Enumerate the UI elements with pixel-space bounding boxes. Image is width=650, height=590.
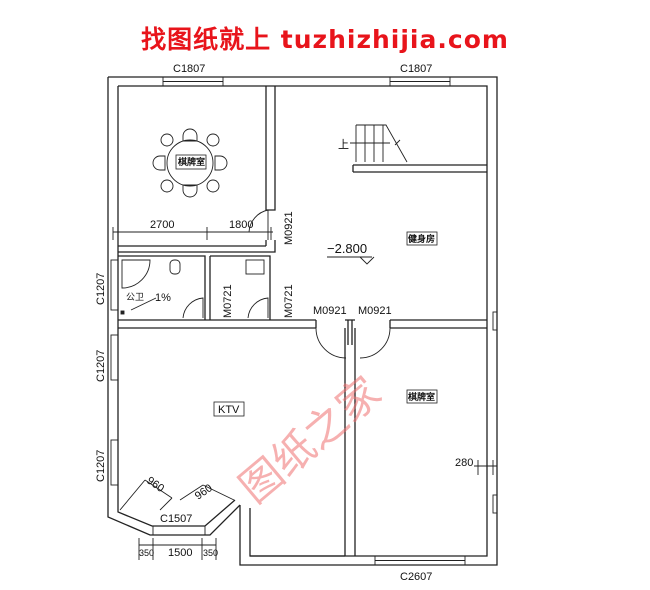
dim-2700: 2700 bbox=[150, 219, 174, 231]
label-c2607: C2607 bbox=[400, 571, 432, 583]
label-door-4: M0921 bbox=[313, 305, 347, 317]
label-door-3: M0721 bbox=[283, 284, 295, 318]
watermark: 图纸之家 bbox=[230, 367, 390, 513]
room-label-ktv: KTV bbox=[218, 404, 240, 416]
elevation-symbol bbox=[327, 256, 375, 265]
label-door-2: M0721 bbox=[222, 284, 234, 318]
stair-up-label: 上 bbox=[338, 138, 349, 151]
walls bbox=[107, 76, 498, 566]
room-label-bath: 公卫 bbox=[126, 292, 144, 303]
label-c1807-2: C1807 bbox=[400, 63, 432, 75]
room-label-middle: 健身房 bbox=[408, 233, 435, 245]
label-c1507: C1507 bbox=[160, 513, 192, 525]
room-label-top-left: 棋牌室 bbox=[177, 156, 205, 168]
dim-960-right: 960 bbox=[193, 482, 215, 502]
slope-label: 1% bbox=[155, 292, 171, 304]
fixtures bbox=[120, 259, 265, 315]
elevation-mark: −2.800 bbox=[327, 241, 367, 256]
label-c1207-1: C1207 bbox=[95, 273, 107, 305]
window-c1207-3 bbox=[110, 439, 119, 486]
doors bbox=[182, 209, 391, 359]
room-label-right: 棋牌室 bbox=[407, 391, 435, 403]
windows bbox=[110, 76, 498, 566]
dim-350-left: 350 bbox=[139, 548, 154, 558]
label-c1207-2: C1207 bbox=[95, 350, 107, 382]
dim-280: 280 bbox=[455, 457, 473, 469]
label-door-1: M0921 bbox=[283, 211, 295, 245]
label-c1807-1: C1807 bbox=[173, 63, 205, 75]
dim-1800: 1800 bbox=[229, 219, 253, 231]
window-c1207-2 bbox=[110, 334, 119, 381]
site-title: 找图纸就上 tuzhizhijia.com bbox=[141, 25, 509, 54]
label-door-5: M0921 bbox=[358, 305, 392, 317]
stair bbox=[350, 124, 408, 163]
label-c1207-3: C1207 bbox=[95, 450, 107, 482]
dining-table bbox=[152, 128, 228, 198]
dim-1500: 1500 bbox=[168, 547, 192, 559]
dim-350-right: 350 bbox=[203, 548, 218, 558]
window-c1207-1 bbox=[110, 259, 119, 311]
window-c1507 bbox=[152, 525, 206, 536]
dimension-lines bbox=[112, 227, 497, 560]
